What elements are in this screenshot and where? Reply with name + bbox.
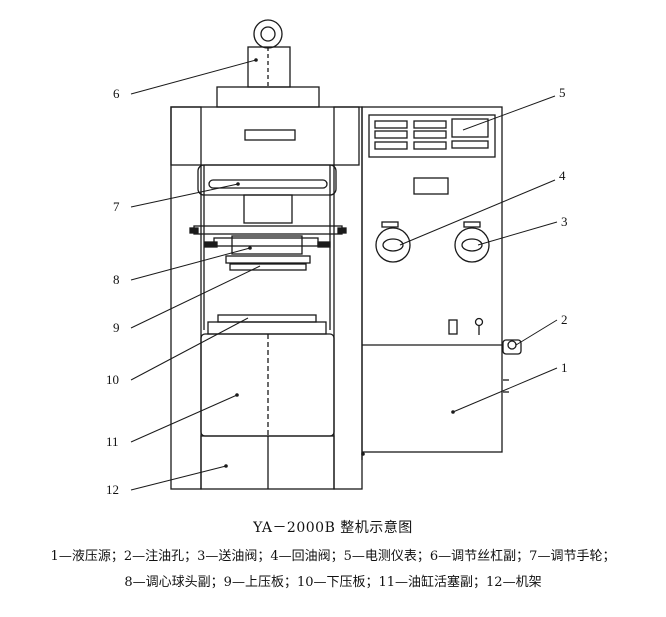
callout-3: 3: [561, 214, 568, 229]
callout-labels: 1 2 3 4 5 6 7 8 9 10 11 12: [106, 85, 568, 497]
leader-lines: [130, 59, 558, 491]
callout-4: 4: [559, 168, 566, 183]
cross-bar: [189, 225, 347, 235]
callout-5: 5: [559, 85, 566, 100]
display-window: [413, 177, 449, 195]
cylinder-piston: [200, 333, 335, 437]
electronic-meter: [368, 114, 496, 158]
frame-crosshead: [170, 86, 360, 166]
callout-1: 1: [561, 360, 568, 375]
upper-platen: [225, 255, 311, 271]
power-switch: [448, 319, 458, 335]
callout-7: 7: [113, 199, 120, 214]
callout-dots: [224, 58, 455, 468]
delivery-valve: [454, 221, 490, 263]
legend-line-1: 1—液压源；2—注油孔；3—送油阀；4—回油阀；5—电测仪表；6—调节丝杠副；7…: [50, 549, 616, 564]
oil-filling-port: [502, 339, 522, 393]
return-valve: [375, 221, 411, 263]
callout-8: 8: [113, 272, 120, 287]
callout-2: 2: [561, 312, 568, 327]
figure-title: YA－2000B 整机示意图: [253, 520, 413, 536]
control-cabinet: [361, 106, 503, 460]
callout-11: 11: [106, 434, 119, 449]
legend-line-2: 8—调心球头副；9—上压板；10—下压板；11—油缸活塞副；12—机架: [124, 575, 542, 590]
callout-10: 10: [106, 372, 119, 387]
lower-platen: [207, 314, 327, 335]
ball-joint: [204, 235, 331, 255]
adjusting-screw: [247, 19, 291, 88]
callout-9: 9: [113, 320, 120, 335]
callout-12: 12: [106, 482, 119, 497]
adjusting-handwheel: [197, 164, 337, 224]
callout-6: 6: [113, 86, 120, 101]
